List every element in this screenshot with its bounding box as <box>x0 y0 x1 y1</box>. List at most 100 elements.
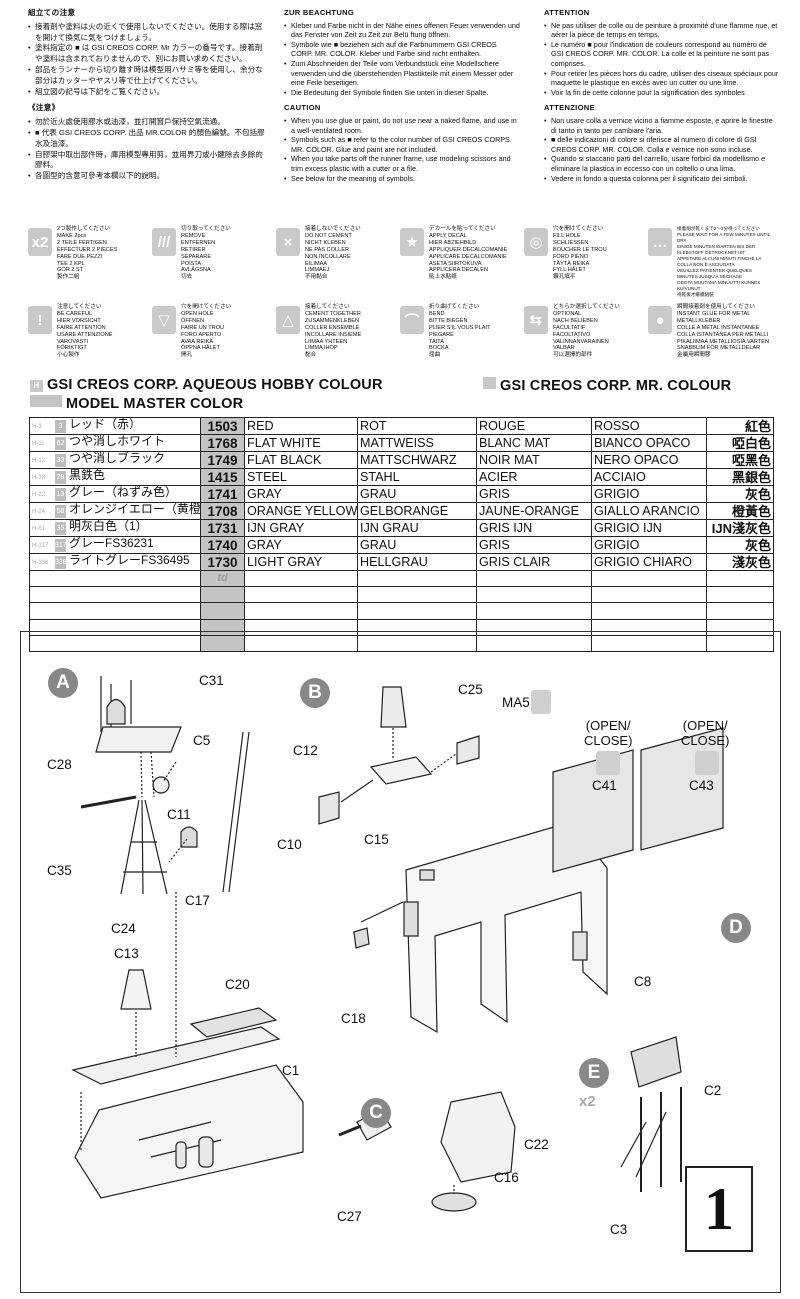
part-c12 <box>318 791 340 825</box>
paint-code <box>200 634 245 652</box>
paint-ja-label: つや消しホワイト <box>69 434 166 448</box>
open-close-note: (OPEN/ CLOSE) <box>681 718 730 748</box>
part-label: C12 <box>293 743 318 758</box>
sub-assembly-a-badge: A <box>48 668 78 698</box>
legend-item: △ 接着してください CEMENT TOGETHER ZUSAMMENKLEBE… <box>276 304 399 364</box>
sub-assembly-d-badge: D <box>721 913 751 943</box>
paint-ja-label: 黒鉄色 <box>69 468 106 482</box>
instruction-de-item: Die Bedeutung der Symbole finden Sie unt… <box>284 88 520 98</box>
instruction-ja-item: 組立図の記号は下記をご覧ください。 <box>28 87 266 98</box>
part-label: C17 <box>185 893 210 908</box>
instruction-ja-item: 接着剤や塗料は火の近くで使用しないでください。使用する際は窓を開けて換気に気をつ… <box>28 22 266 44</box>
paint-code <box>200 586 245 604</box>
instruction-zh-item: 勿於近火處使用膠水或油漆，並打開窗戶保持空氣流通。 <box>28 117 266 128</box>
part-label: C28 <box>47 757 72 772</box>
legend-item: × 接着しないでください DO NOT CEMENT NICHT KLEBEN … <box>276 226 399 286</box>
part-c15 <box>369 756 433 785</box>
instruction-it-item: Vedere in fondo a questa colonna per il … <box>544 174 780 184</box>
paint-de: MATTSCHWARZ <box>357 451 477 469</box>
paint-mr-number: 28 <box>55 471 66 484</box>
instruction-it-item: Non usare colla a vernice vicino a fiamm… <box>544 116 780 135</box>
paint-fr: GRIS CLAIR <box>476 553 592 571</box>
paint-en <box>244 602 358 620</box>
paint-fr: GRIS <box>476 536 592 554</box>
legend-text: 接着剤が乾くまで2〜3分待ってください PLEASE WAIT FOR A FE… <box>677 226 770 297</box>
paint-code: 1749 <box>200 451 245 469</box>
paint-fr: BLANC MAT <box>476 434 592 452</box>
instruction-it-item: Quando si staccano parti del carrello, u… <box>544 154 780 173</box>
reel-c2 <box>630 1036 682 1088</box>
paint-en: ORANGE YELLOW <box>244 502 358 520</box>
paint-de <box>357 569 477 588</box>
paint-en: IJN GRAY <box>244 519 358 537</box>
paint-ref: H-12 <box>32 458 46 464</box>
instruction-de-item: Kleber und Farbe nicht in der Nähe eines… <box>284 21 520 40</box>
assembly-drawing <box>71 676 724 1212</box>
mr-label: GSI CREOS CORP. MR. COLOUR <box>500 378 732 394</box>
part-label: C22 <box>524 1137 549 1152</box>
paint-de: MATTWEISS <box>357 434 477 452</box>
paint-de: ROT <box>357 417 477 435</box>
part-c8 <box>572 931 588 961</box>
legend-text: 穴を開けてください OPEN HOLE ÖFFNEN FAIRE UN TROU… <box>181 304 232 359</box>
paint-ja-name <box>29 569 201 588</box>
paint-en: GRAY <box>244 536 358 554</box>
paint-zh <box>706 602 774 620</box>
lamp-c13 <box>120 969 152 1010</box>
paint-row: td <box>29 569 774 588</box>
part-label: C10 <box>277 837 302 852</box>
paint-row <box>29 602 774 620</box>
legend-item: x2 2つ製作してください MAKE 2pcs 2 TEILE FERTIGEN… <box>28 226 151 286</box>
paint-it <box>591 586 707 604</box>
bulkhead <box>405 821 608 1034</box>
legend-text: どちらか選択してください OPTIONAL NACH BELIEBEN FACU… <box>553 304 620 359</box>
paint-ja-label: つや消しブラック <box>69 451 166 465</box>
part-c25 <box>380 686 407 728</box>
paint-ref: H-61 <box>32 526 46 532</box>
paint-code: 1741 <box>200 485 245 503</box>
part-label: C31 <box>199 673 224 688</box>
paint-ref: H-3 <box>32 424 42 430</box>
paint-zh: 紅色 <box>706 417 774 435</box>
instruction-fr-item: Voir la fin de cette colonne pour la sig… <box>544 88 780 98</box>
paint-it: GRIGIO CHIARO <box>591 553 707 571</box>
instructions-ja-heading: 組立ての注意 <box>28 8 76 17</box>
instruction-ja-item: 部品をランナーから切り離す時は模型用ハサミ等を使用し、余分な部分はカッターやヤス… <box>28 65 266 87</box>
paint-zh: IJN淺灰色 <box>706 519 774 537</box>
part-label: C27 <box>337 1209 362 1224</box>
hull-c1 <box>74 1064 304 1199</box>
paint-ref: H-24 <box>32 509 46 515</box>
paint-code: 1731 <box>200 519 245 537</box>
mast-yard <box>80 795 137 809</box>
paint-it: GRIGIO <box>591 485 707 503</box>
instructions-it-heading: ATTENZIONE <box>544 103 595 113</box>
part-label: C2 <box>704 1083 722 1098</box>
legend-text: 穴を開けてください FILL HOLE SCHLIESSEN BOUCHER L… <box>553 226 607 281</box>
part-label: C8 <box>634 974 652 989</box>
mast-light <box>106 698 126 725</box>
paint-fr <box>476 569 592 588</box>
sub-assembly-b-badge: B <box>300 678 330 708</box>
paint-fr <box>476 602 592 620</box>
paint-zh <box>706 634 774 652</box>
paint-it <box>591 569 707 588</box>
instruction-de-item: Zum Abschneiden der Teile vom Verbundstü… <box>284 59 520 88</box>
paint-fr <box>476 586 592 604</box>
paint-row <box>29 586 774 604</box>
paint-ja-label: グレーFS36231 <box>69 536 154 550</box>
legend-text: 折り曲げてください BEND BITTE BIEGEN PLIER S'IL V… <box>429 304 491 359</box>
paint-mr-number: 338 <box>55 556 67 569</box>
paint-code: 1730 <box>200 553 245 571</box>
pole-c10 <box>222 731 250 893</box>
assembly-diagram: A B C D E x2 (OPEN/ CLOSE) (OPEN/ CLOSE)… <box>20 631 781 1293</box>
part-label: C11 <box>167 807 191 822</box>
make-two-mark: x2 <box>579 1093 596 1110</box>
sub-assembly-e-badge: E <box>579 1058 609 1088</box>
rack-c3 <box>640 1087 682 1192</box>
part-label: C3 <box>610 1222 628 1237</box>
paint-ref: H-338 <box>32 560 49 566</box>
